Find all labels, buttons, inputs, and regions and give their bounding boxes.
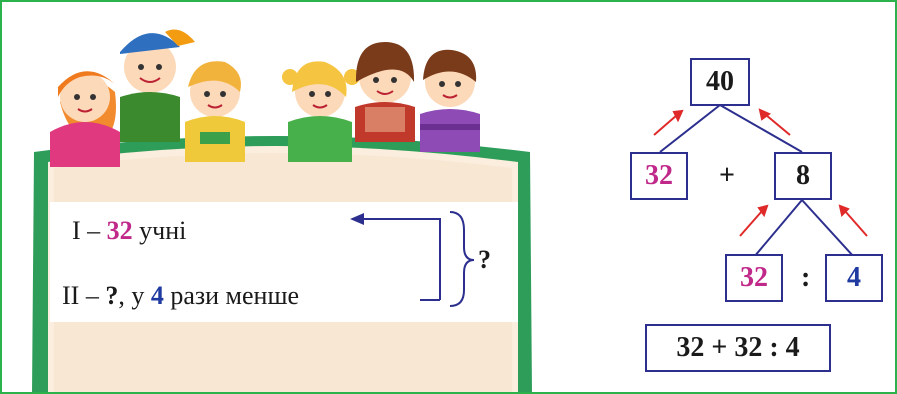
- condition-line-2-number: 4: [150, 281, 164, 310]
- condition-line-2-question: ?: [105, 281, 119, 310]
- book-illustration: [32, 29, 532, 392]
- condition-line-1-suffix: учні: [132, 216, 187, 245]
- expression-box: 32 + 32 : 4: [645, 324, 831, 372]
- tree-sub-right-box: 4: [825, 254, 883, 302]
- tree-sub-left-box: 32: [725, 254, 783, 302]
- tree-left-box: 32: [630, 152, 688, 200]
- plus-sign: +: [719, 160, 735, 191]
- children-reading-book-illustration: I – 32 учні II – ?, у 4 рази менше: [20, 2, 540, 392]
- tree-root-box: 40: [690, 58, 750, 106]
- question-mark: ?: [478, 245, 491, 274]
- condition-line-1-prefix: I –: [72, 216, 107, 245]
- tree-right-box: 8: [774, 152, 832, 200]
- condition-line-2-prefix: II –: [62, 281, 106, 310]
- condition-line-2-suffix: рази менше: [163, 281, 300, 310]
- condition-line-1-number: 32: [106, 216, 133, 245]
- division-sign: :: [801, 262, 811, 293]
- condition-line-2: II – ?, у 4 рази менше: [62, 281, 299, 311]
- condition-line-1: I – 32 учні: [72, 216, 186, 246]
- condition-line-2-middle: , у: [118, 281, 151, 310]
